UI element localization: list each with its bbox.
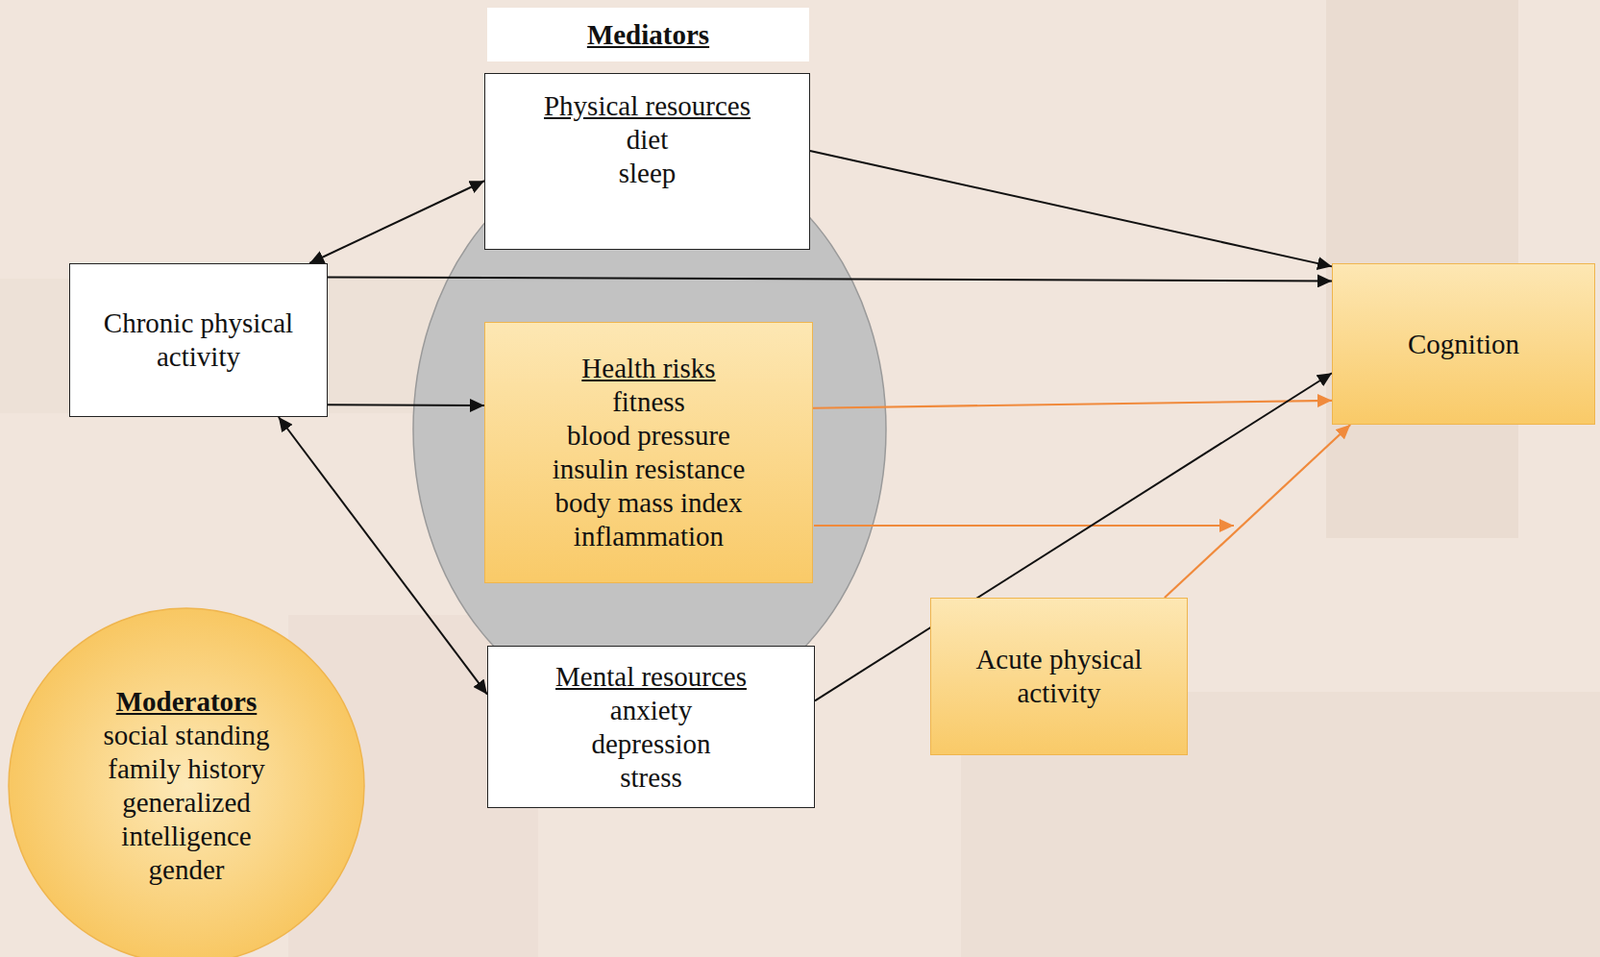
node-content: Mediators — [587, 18, 710, 52]
connector-arrow — [309, 180, 485, 264]
node-text: stress — [619, 761, 682, 795]
node-text: depression — [590, 727, 711, 762]
node-text: body mass index — [555, 486, 743, 520]
node-text: fitness — [612, 385, 686, 419]
node-text: family history — [107, 752, 266, 787]
node-content: Mental resourcesanxietydepressionstress — [555, 660, 747, 795]
moderator-circle: Moderatorssocial standingfamily historyg… — [7, 607, 366, 957]
node-text: social standing — [102, 718, 270, 753]
node-text: Acute physical activity — [942, 642, 1176, 711]
node-text: Chronic physical activity — [88, 306, 310, 374]
outcome-box: Cognition — [1331, 263, 1596, 425]
node-heading: Health risks — [581, 351, 715, 386]
node-content: Physical resourcesdietsleep — [543, 89, 751, 191]
node-text: Cognition — [1407, 327, 1520, 362]
node-heading: Mental resources — [555, 660, 747, 694]
circle-shape — [8, 608, 365, 957]
mediator-box: Mental resourcesanxietydepressionstress — [487, 645, 815, 809]
node-text: diet — [626, 123, 669, 157]
activity-box: Chronic physical activity — [69, 263, 328, 418]
node-heading: Physical resources — [543, 89, 751, 124]
node-text: anxiety — [610, 693, 692, 728]
connector-arrow — [327, 276, 1332, 281]
node-content: Moderatorssocial standingfamily historyg… — [66, 685, 307, 887]
node-heading: Moderators — [116, 685, 258, 719]
moderation-arrow — [813, 524, 1234, 527]
node-content: Cognition — [1407, 327, 1520, 362]
connector-arrow — [810, 150, 1332, 267]
node-content: Chronic physical activity — [88, 306, 310, 374]
node-content: Health risksfitnessblood pressureinsulin… — [552, 351, 746, 554]
group-heading: Mediators — [487, 7, 810, 62]
node-text: sleep — [618, 156, 677, 191]
node-text: generalized intelligence — [66, 786, 307, 854]
mediator-box: Health risksfitnessblood pressureinsulin… — [484, 321, 813, 584]
node-text: gender — [148, 853, 225, 887]
connector-arrow — [278, 417, 488, 695]
node-text: blood pressure — [566, 418, 731, 453]
mediator-box: Physical resourcesdietsleep — [484, 73, 811, 250]
node-text: insulin resistance — [552, 452, 746, 487]
connector-arrow — [1164, 424, 1351, 598]
node-content: Acute physical activity — [942, 642, 1176, 711]
connector-arrow — [327, 403, 485, 407]
connector-arrow — [812, 400, 1332, 409]
node-text: inflammation — [573, 519, 724, 554]
node-heading: Mediators — [587, 18, 710, 52]
activity-box: Acute physical activity — [930, 597, 1188, 756]
